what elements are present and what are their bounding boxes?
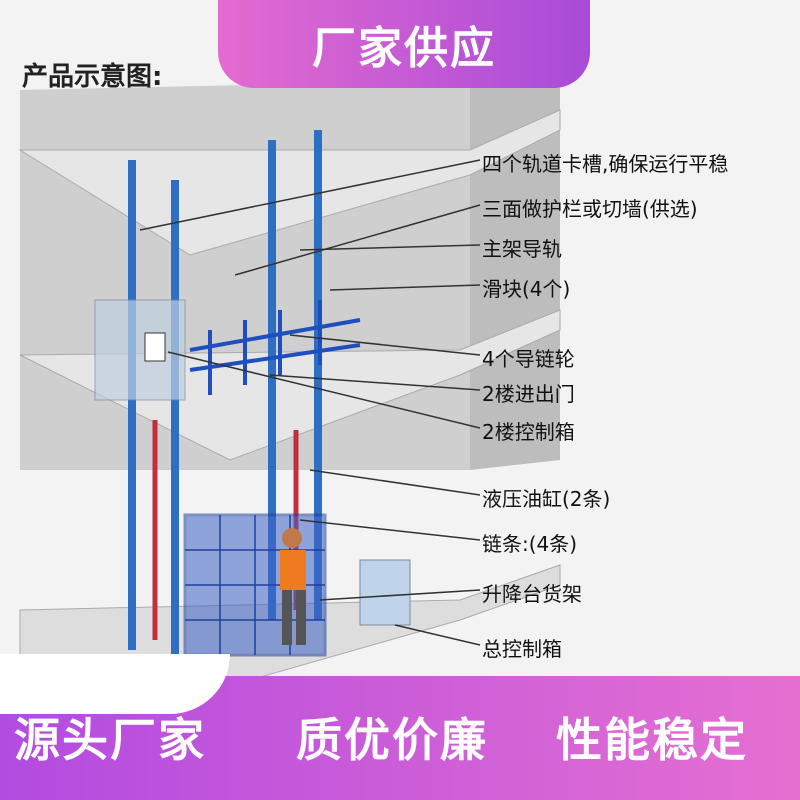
- callout-hydraulic: 液压油缸(2条): [482, 487, 611, 511]
- slogan-band: [0, 654, 800, 800]
- callout-main-control: 总控制箱: [482, 637, 562, 661]
- diagram-title: 产品示意图:: [22, 62, 163, 92]
- callout-main-rail: 主架导轨: [482, 237, 562, 261]
- callout-track-slots: 四个轨道卡槽,确保运行平稳: [482, 152, 729, 176]
- callout-floor2-control: 2楼控制箱: [482, 420, 575, 444]
- callout-floor2-door: 2楼进出门: [482, 382, 575, 406]
- slogan-stable: 性能稳定: [556, 713, 748, 767]
- callout-chain-wheels: 4个导链轮: [482, 347, 575, 371]
- callout-chains: 链条:(4条): [482, 532, 578, 556]
- slogan-source-factory: 源头厂家: [14, 713, 206, 767]
- top-badge: 厂家供应: [218, 0, 590, 88]
- callout-sliders: 滑块(4个): [482, 277, 571, 301]
- callout-guardrail: 三面做护栏或切墙(供选): [482, 197, 698, 221]
- slogan-quality-price: 质优价廉: [296, 713, 488, 767]
- callout-cargo-rack: 升降台货架: [482, 582, 582, 606]
